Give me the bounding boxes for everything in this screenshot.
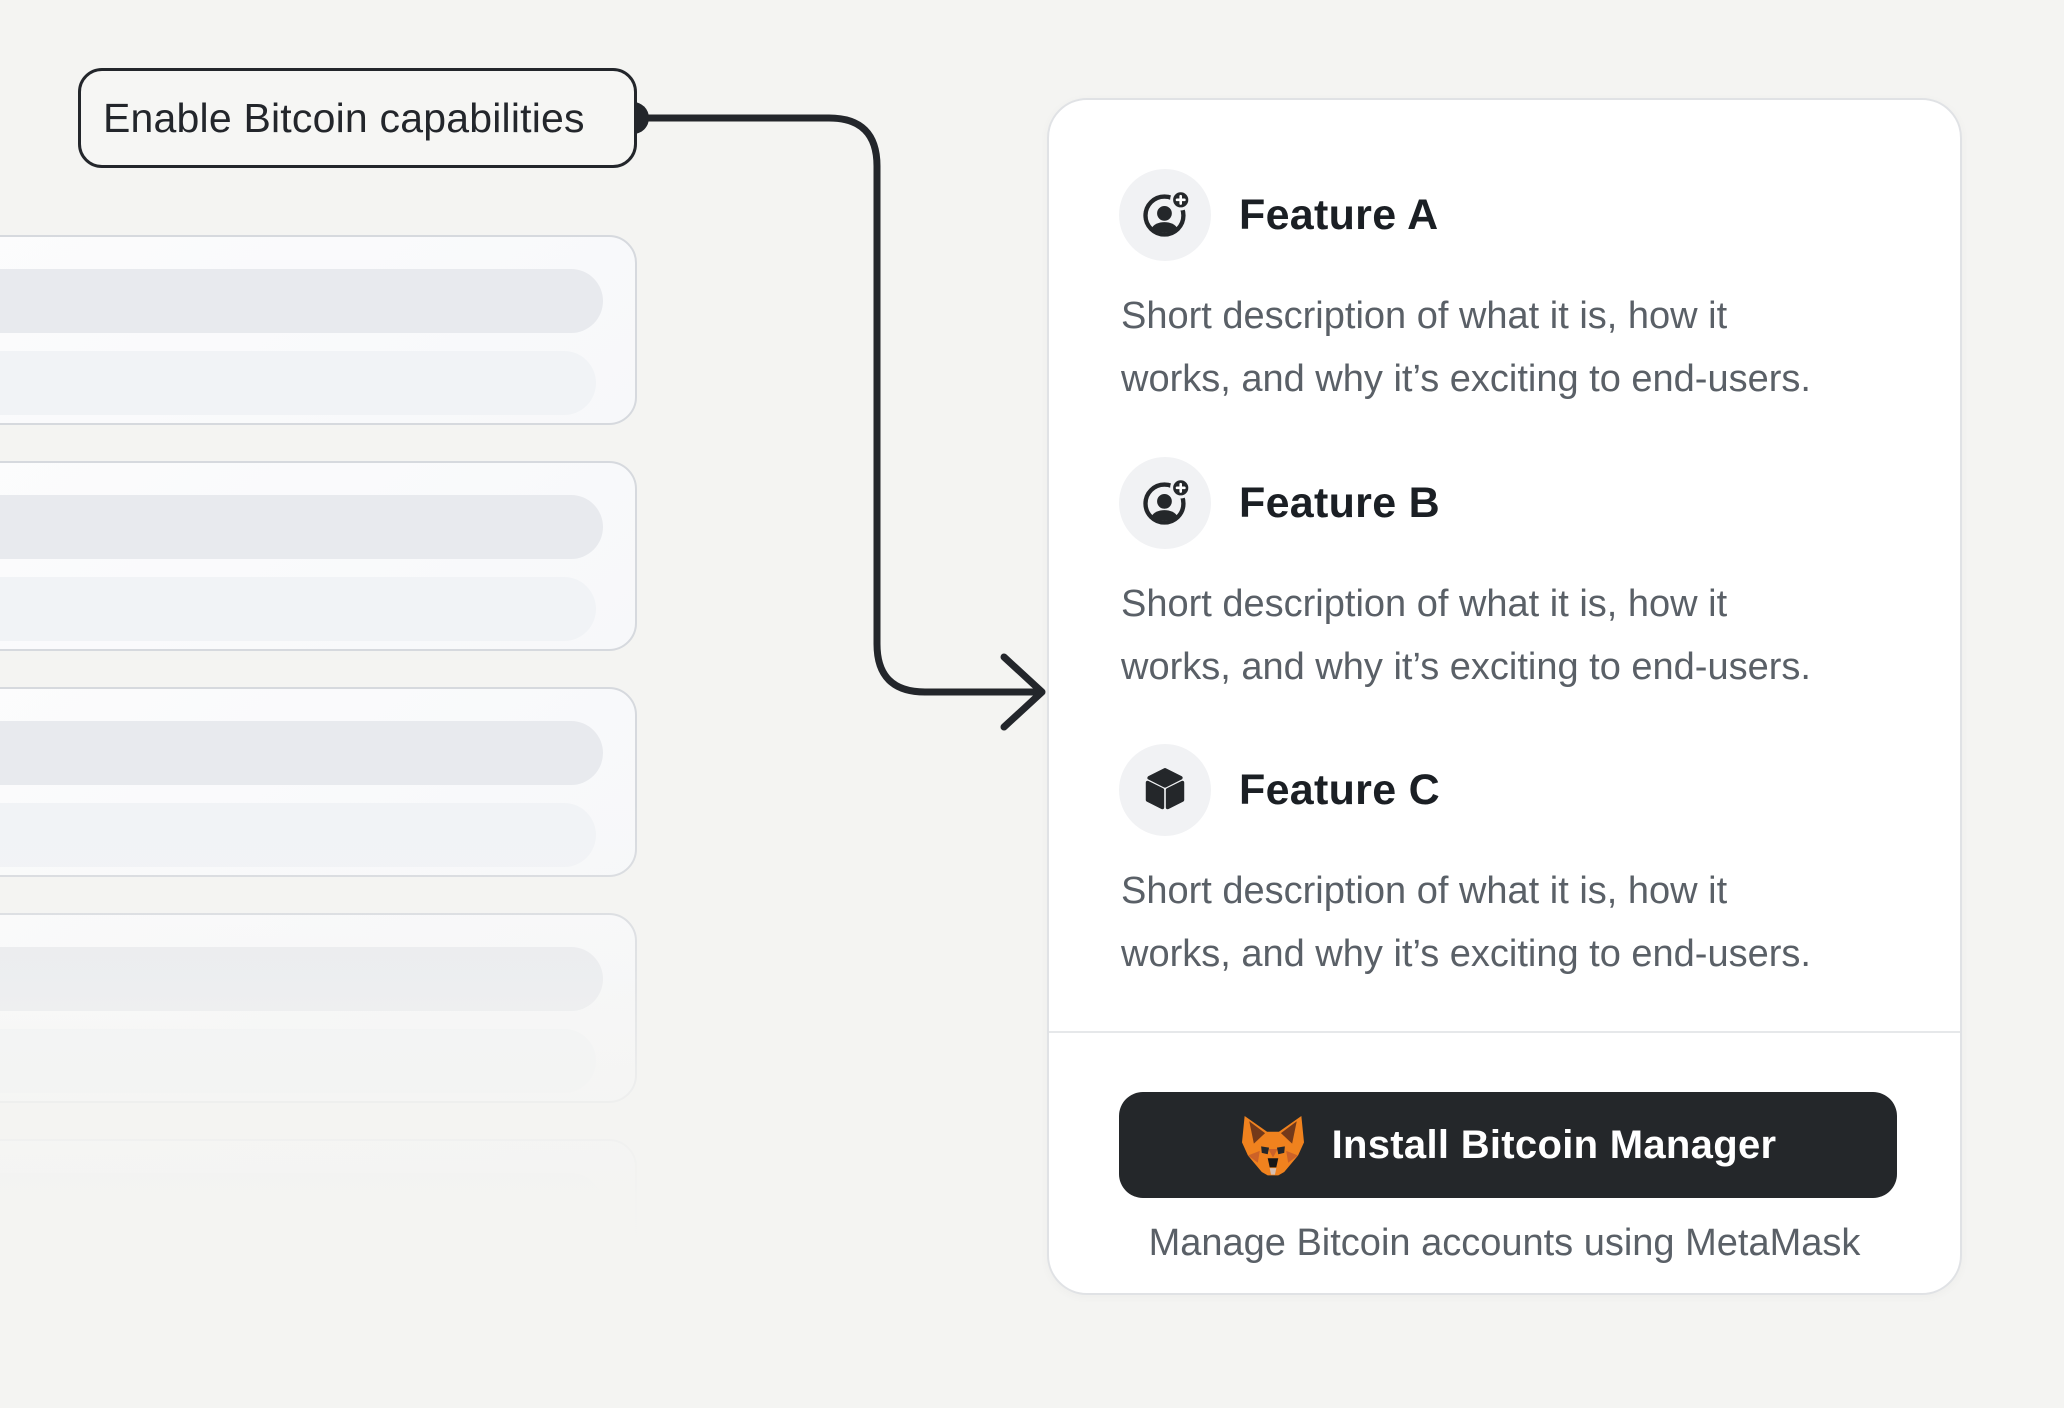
divider [1049,1031,1960,1033]
install-button-label: Install Bitcoin Manager [1331,1122,1777,1167]
skeleton-line [0,269,603,333]
metamask-fox-icon [1240,1114,1306,1176]
skeleton-line [0,577,596,641]
skeleton-line [0,1029,596,1093]
skeleton-line [0,351,596,415]
skeleton-line [0,803,596,867]
feature-description: Short description of what it is, how it … [1121,583,1811,688]
feature-item-a: Feature A Short description of what it i… [1119,169,1912,411]
panel-caption: Manage Bitcoin accounts using MetaMask [1148,1222,1861,1264]
feature-title: Feature A [1239,190,1439,239]
skeleton-line [0,495,603,559]
feature-item-c: Feature C Short description of what it i… [1119,744,1912,986]
skeleton-card [0,913,637,1103]
skeleton-card [0,687,637,877]
feature-item-b: Feature B Short description of what it i… [1119,457,1912,699]
skeleton-line [0,1255,596,1319]
annotation-label-text: Enable Bitcoin capabilities [103,94,585,141]
feature-description: Short description of what it is, how it … [1121,295,1811,400]
install-bitcoin-manager-button[interactable]: Install Bitcoin Manager [1119,1092,1897,1198]
skeleton-card [0,235,637,425]
skeleton-card [0,1139,637,1329]
skeleton-line [0,721,603,785]
skeleton-line [0,1173,603,1237]
annotation-label: Enable Bitcoin capabilities [78,68,637,168]
arrowhead-icon [1000,653,1046,731]
cube-icon [1119,744,1211,836]
skeleton-list [0,0,720,1408]
skeleton-card [0,461,637,651]
feature-panel: Feature A Short description of what it i… [1047,98,1962,1295]
user-add-icon [1119,457,1211,549]
feature-title: Feature C [1239,765,1441,814]
feature-title: Feature B [1239,478,1441,527]
feature-description: Short description of what it is, how it … [1121,870,1811,975]
skeleton-line [0,947,603,1011]
user-add-icon [1119,169,1211,261]
